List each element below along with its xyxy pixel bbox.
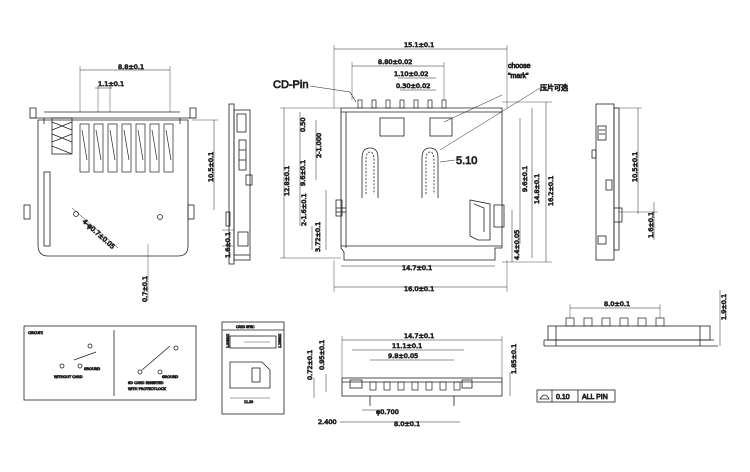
- front-dim-14-7: 14.7±0.1: [404, 332, 434, 340]
- front-dim-1-85: 1.85±0.1: [510, 344, 518, 374]
- left-dim-height: 10.5±0.1: [207, 152, 215, 182]
- label-angle: 5.10: [456, 155, 477, 167]
- top-dim-9-6-left: 9.6±0.1: [299, 160, 307, 186]
- side-left-view: [222, 103, 253, 265]
- top-dim-1-10: 1.10±0.02: [394, 70, 428, 78]
- front-dim-9-8: 9.8±0.05: [388, 352, 418, 360]
- left-dim-diag: 4-φ0.7±0.05: [81, 218, 117, 251]
- front-dim-0-95: 0.95±0.1: [318, 340, 326, 370]
- top-dim-total-width: 15.1±0.1: [404, 41, 434, 49]
- front-dim-phi: φ0.700: [376, 408, 399, 416]
- left-dim-sub: 1.1±0.1: [98, 80, 124, 88]
- front-view: [313, 336, 616, 423]
- left-dim-bottom: 0.7±0.1: [141, 276, 149, 302]
- label-press-optional: 压片可选: [540, 83, 568, 92]
- top-dim-8-80: 8.80±0.02: [378, 58, 412, 66]
- circuit-title: CIRCUIT:: [28, 331, 43, 335]
- top-dim-3-72: 3.72±0.1: [314, 222, 322, 252]
- label-choose: choose: [508, 63, 531, 70]
- circuit-label-without-card: WITHOUT CARD: [54, 375, 83, 379]
- top-dim-16-0: 16.0±0.1: [404, 285, 434, 293]
- top-dim-14-8: 14.8±0.1: [533, 174, 541, 204]
- card-spec-dim-left: 1.00MAX: [226, 333, 230, 348]
- front-dim-0-72: 0.72±0.1: [306, 350, 314, 380]
- left-dim-top: 8.8±0.1: [118, 63, 144, 71]
- top-dim-4-4: 4.4±0.05: [513, 230, 521, 260]
- top-dim-2-1-6: 2-1.6±0.1: [300, 193, 308, 226]
- top-dim-9-6-right: 9.6±0.1: [521, 166, 529, 192]
- card-spec-title: CARD SPEC: [236, 325, 255, 329]
- card-spec-box: [221, 321, 285, 415]
- front-dim-2-400: 2.400: [318, 418, 337, 426]
- front-dim-8-0: 8.0±0.1: [394, 420, 420, 428]
- left-view: [23, 66, 218, 300]
- circuit-box: [23, 325, 197, 401]
- right-side-view: [591, 103, 658, 261]
- card-spec-dim-right: 1.25MAX: [278, 333, 282, 348]
- label-cd-pin: CD-Pin: [273, 79, 308, 91]
- flatness-value: 0.10: [556, 394, 570, 401]
- label-mark: "mark": [508, 73, 529, 80]
- side-right-dim-1-9: 1.9±0.1: [720, 294, 728, 320]
- flatness-scope: ALL PIN: [582, 394, 608, 401]
- right-dim-10-5: 10.5±0.1: [631, 152, 639, 182]
- top-dim-2-1000: 2-1.000: [315, 133, 323, 158]
- top-dim-12-8: 12.8±0.1: [283, 166, 291, 196]
- card-spec-dim-bottom: 11.20: [244, 400, 253, 404]
- top-dim-0-50: 0.50: [299, 118, 307, 132]
- top-view: [280, 45, 552, 292]
- side-left-dim: 1.6±0.1: [224, 232, 232, 258]
- top-dim-14-7: 14.7±0.1: [402, 264, 432, 272]
- side-right-view: [543, 290, 721, 347]
- top-dim-16-2: 16.2±0.1: [547, 176, 555, 206]
- circuit-label-protect-lock: WITH PROTECT-LOCK: [128, 387, 166, 391]
- top-dim-0-30: 0.30±0.02: [396, 82, 430, 90]
- side-right-dim-8-0: 8.0±0.1: [604, 300, 630, 308]
- right-dim-1-6: 1.6±0.1: [647, 212, 655, 238]
- circuit-label-ground: GROUND: [84, 367, 100, 371]
- front-dim-11-1: 11.1±0.1: [392, 342, 422, 350]
- circuit-label-sd-inserted: SD CARD INSERTED: [128, 381, 164, 385]
- circuit-label-ground-2: GROUND: [162, 375, 178, 379]
